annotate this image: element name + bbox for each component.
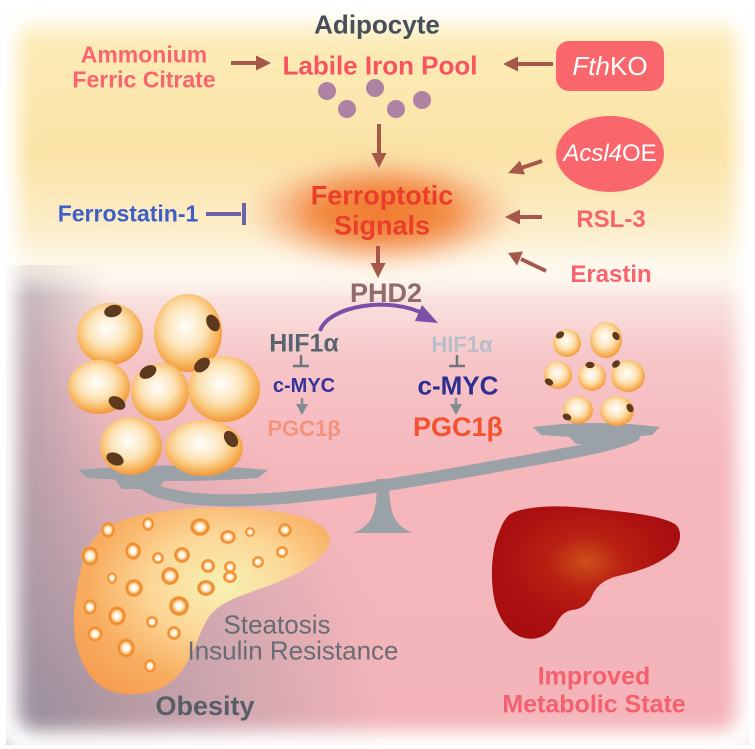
scale-left-pan [78, 465, 268, 481]
ferrostatin-label: Ferrostatin-1 [57, 200, 199, 227]
hif1a-left-label: HIF1α [269, 329, 339, 358]
phd2-label: PHD2 [349, 278, 423, 309]
arrow-fthko-to-lip [503, 56, 553, 72]
cmyc-pgc1b-arrows [296, 398, 462, 415]
arrow-acsl4-to-ferroptotic [508, 159, 543, 175]
hif-cmyc-inhibitors [293, 355, 465, 368]
ferrostatin-inhibitor-bar [206, 203, 246, 225]
cmyc-left-label: c-MYC [272, 375, 336, 397]
fatty-liver [73, 507, 330, 695]
arrow-rsl3-to-ferroptotic [505, 209, 542, 225]
adipocyte-cluster-small [544, 322, 645, 426]
hif1a-right-label: HIF1α [431, 331, 493, 357]
erastin-label: Erastin [570, 260, 652, 288]
adipocyte-cluster-large [68, 294, 260, 476]
iron-dots [318, 79, 431, 118]
pgc1b-right-label: PGC1β [412, 412, 504, 443]
steatosis-label: Steatosis [223, 609, 331, 640]
cmyc-right-label: c-MYC [417, 370, 499, 401]
healthy-liver [491, 506, 681, 639]
arrow-lip-to-ferroptotic [371, 124, 387, 168]
pgc1b-left-label: PGC1β [267, 415, 341, 441]
scale-right-pan [533, 423, 660, 438]
arrow-ferroptotic-to-phd2 [370, 246, 386, 278]
acsl4oe-node: Acsl4OE [556, 116, 664, 192]
obesity-label: Obesity [155, 691, 255, 722]
insulin-resistance-label: Insulin Resistance [187, 635, 399, 666]
rsl3-label: RSL-3 [576, 205, 646, 233]
phd2-shift-arrow [318, 302, 438, 332]
pathway-arrows [231, 55, 553, 278]
labile-iron-pool-label: Labile Iron Pool [282, 50, 478, 81]
ferroptotic-glow [244, 156, 520, 268]
adipocyte-title: Adipocyte [314, 9, 440, 40]
scale-pedestal [353, 479, 413, 533]
arrow-erastin-to-ferroptotic [508, 251, 547, 273]
fthko-node: FthKO [556, 41, 664, 91]
lipid-droplets [81, 517, 292, 673]
arrow-ammonium-to-lip [231, 55, 271, 71]
